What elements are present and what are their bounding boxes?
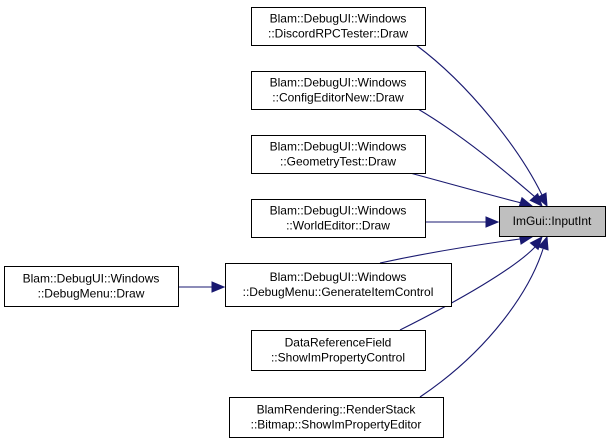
arrowhead-icon [529,192,543,207]
edge-line [419,248,544,398]
node-label-line: Blam::DebugUI::Windows [270,76,407,90]
node-label-line: ::DebugMenu::Draw [38,287,145,301]
edge-line [409,172,523,204]
arrowhead-icon [485,216,500,228]
edge-dataref-to-inputint [399,236,543,331]
node-label-line: DataReferenceField [285,336,392,350]
edge-config-to-inputint [417,108,543,207]
node-label-line: ::GeometryTest::Draw [280,155,396,169]
node-world[interactable]: Blam::DebugUI::Windows::WorldEditor::Dra… [251,199,426,238]
node-debugmenu[interactable]: Blam::DebugUI::Windows::DebugMenu::Draw [4,266,179,307]
node-dataref[interactable]: DataReferenceField::ShowImPropertyContro… [251,330,426,371]
node-label-line: Blam::DebugUI::Windows [270,204,407,218]
arrowhead-icon [529,236,543,251]
node-label-line: ::ConfigEditorNew::Draw [272,91,404,105]
edge-line [379,238,521,264]
node-label-line: ::DiscordRPCTester::Draw [268,27,408,41]
node-label-line: ::Bitmap::ShowImPropertyEditor [251,418,422,432]
arrowhead-icon [211,281,226,293]
edge-generate-to-inputint [379,233,534,264]
node-box [225,263,452,307]
node-label-line: BlamRendering::RenderStack [257,403,417,417]
graph-nodes: Blam::DebugUI::Windows::DiscordRPCTester… [4,7,606,438]
arrowhead-icon [518,196,534,208]
node-label-line: ::DebugMenu::GenerateItemControl [243,285,434,299]
edge-renderstack-to-inputint [419,235,549,398]
edge-debugmenu-to-generate [178,281,226,293]
node-geometry[interactable]: Blam::DebugUI::Windows::GeometryTest::Dr… [251,135,426,174]
node-label-line: Blam::DebugUI::Windows [270,140,407,154]
node-config[interactable]: Blam::DebugUI::Windows::ConfigEditorNew:… [251,71,426,110]
node-box [499,206,606,237]
edge-discord-to-inputint [415,44,548,208]
edge-world-to-inputint [425,216,500,228]
node-box [4,266,179,307]
node-label-line: ::ShowImPropertyControl [271,351,405,365]
node-inputint[interactable]: ImGui::InputInt [499,206,606,237]
node-box [251,135,426,174]
edge-line [399,246,536,331]
node-renderstack[interactable]: BlamRendering::RenderStack::Bitmap::Show… [229,397,444,438]
node-box [251,330,426,371]
node-discord[interactable]: Blam::DebugUI::Windows::DiscordRPCTester… [251,7,426,46]
edge-geometry-to-inputint [409,172,534,208]
node-box [229,397,444,438]
edge-line [415,44,543,196]
edge-line [417,108,536,198]
node-label-line: Blam::DebugUI::Windows [23,272,160,286]
node-box [251,199,426,238]
arrowhead-icon [537,235,549,251]
node-label-line: ImGui::InputInt [513,214,592,228]
node-generate[interactable]: Blam::DebugUI::Windows::DebugMenu::Gener… [225,263,452,307]
node-label-line: Blam::DebugUI::Windows [270,12,407,26]
node-box [251,7,426,46]
node-label-line: Blam::DebugUI::Windows [270,270,407,284]
node-box [251,71,426,110]
node-label-line: ::WorldEditor::Draw [286,219,390,233]
arrowhead-icon [536,192,548,208]
